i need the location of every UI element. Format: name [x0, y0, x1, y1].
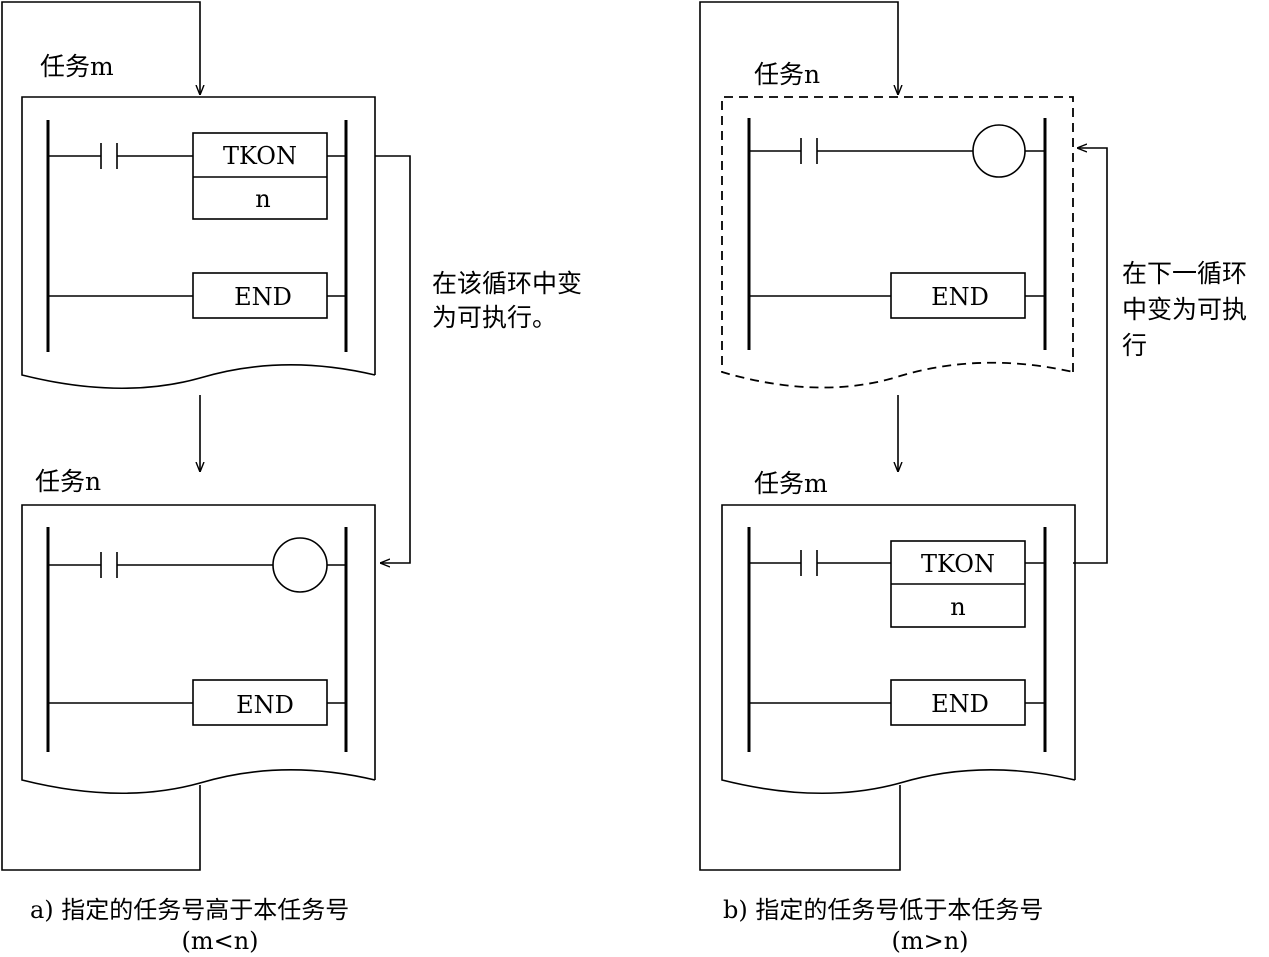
task-label-bottom-b: 任务m	[754, 469, 828, 498]
note-a-line1: 在该循环中变	[432, 269, 582, 298]
tkon-label-a: TKON	[223, 142, 297, 170]
end-label-bottom-a: END	[236, 691, 294, 719]
task-page-top-b	[721, 96, 1074, 389]
tkon-label-b: TKON	[921, 550, 995, 578]
note-b-line1: 在下一循环	[1122, 259, 1247, 288]
end-label-top-b: END	[931, 283, 989, 311]
coil-b	[972, 124, 1026, 178]
panel-b: 任务n END 在下一循环 中变为可执 行 任务m TKON n	[699, 1, 1247, 955]
note-a-line2: 为可执行。	[432, 303, 557, 332]
enable-arrow-b	[1073, 148, 1108, 564]
caption-b-line2: (m>n)	[891, 927, 968, 955]
enable-arrow-a	[375, 155, 411, 563]
task-label-bottom-a: 任务n	[35, 467, 101, 496]
caption-b-line1: b) 指定的任务号低于本任务号	[723, 896, 1043, 924]
task-page-bottom-a	[21, 504, 376, 794]
task-label-top-a: 任务m	[40, 52, 114, 81]
note-b-line3: 行	[1122, 331, 1147, 360]
task-label-top-b: 任务n	[754, 60, 820, 89]
task-page-top-a	[21, 96, 376, 389]
loop-line-b	[699, 1, 900, 871]
coil-a	[272, 537, 328, 593]
tkon-arg-b: n	[950, 593, 965, 621]
loop-line-a	[1, 1, 200, 871]
tkon-box-a	[192, 132, 328, 220]
end-label-top-a: END	[234, 283, 292, 311]
end-label-bottom-b: END	[931, 690, 989, 718]
tkon-arg-a: n	[255, 185, 270, 213]
task-page-bottom-b	[721, 504, 1076, 794]
note-b-line2: 中变为可执	[1122, 295, 1247, 324]
caption-a-line1: a) 指定的任务号高于本任务号	[30, 896, 349, 924]
caption-a-line2: (m<n)	[181, 927, 258, 955]
panel-a: 任务m TKON n END 在该循环中变 为可执行。 任务n	[1, 1, 582, 955]
